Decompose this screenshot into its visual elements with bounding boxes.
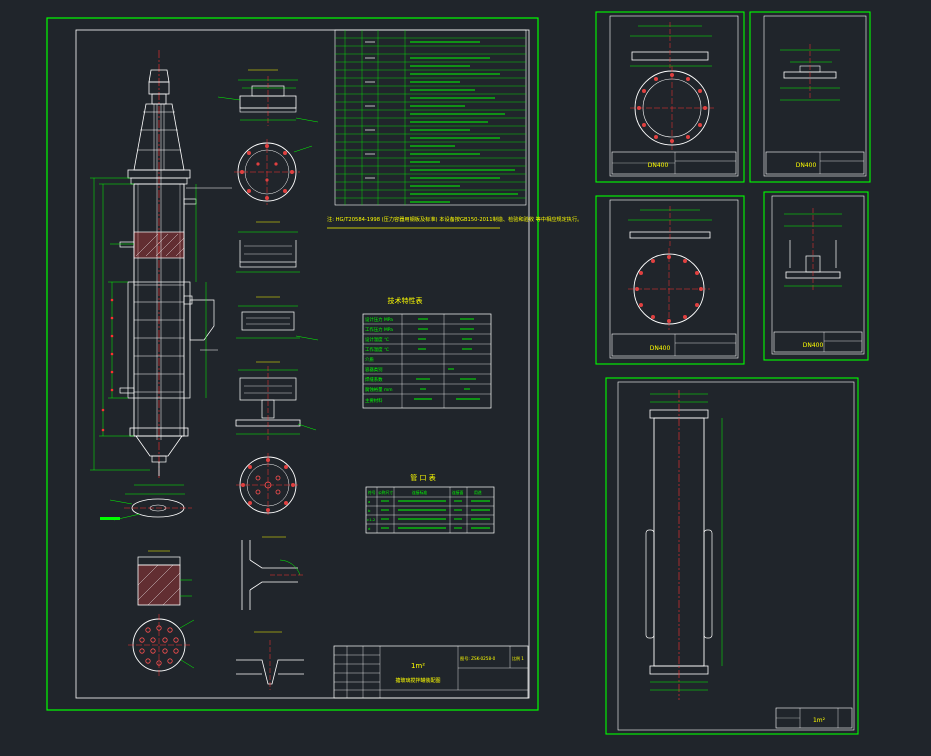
- weld-detail-1: [241, 536, 305, 610]
- nozzle-header: 连接面: [452, 490, 464, 495]
- tech-row-label: 设计压力 MPa: [365, 316, 393, 323]
- nozzle-header: 连接标准: [412, 490, 427, 495]
- general-note: 注: HG/T20584-1998 (压力容器用钢板及标准) 本设备按GB150…: [327, 215, 582, 223]
- perforated-plate-detail: [128, 614, 195, 676]
- tech-row-label: 介质: [365, 356, 374, 363]
- nozzle-row-symbol: a: [368, 499, 370, 504]
- sub-sheet-1: DN400: [595, 11, 745, 183]
- tech-row-label: 主要材料: [365, 397, 383, 404]
- main-sheet-inner-border: [75, 29, 530, 699]
- bottom-flange-view: [100, 493, 192, 521]
- sub-sheet-label: DN400: [650, 345, 671, 352]
- top-flange-plan: [234, 139, 313, 205]
- title-product: 1m²: [411, 662, 425, 670]
- title-scale: 比例 1: [512, 655, 524, 661]
- vessel-elevation: [90, 50, 232, 486]
- nozzle-header: 公称尺寸: [378, 490, 393, 495]
- title-block: 1m² 搪玻璃搅拌罐装配图 图号: ZSK-0258-0 比例 1: [333, 645, 529, 699]
- parts-list-table: [334, 29, 527, 206]
- nozzle-row-symbol: b: [368, 508, 371, 513]
- title-drawing-number: 图号: ZSK-0258-0: [460, 656, 496, 662]
- sub-sheet-2: DN400: [749, 11, 871, 183]
- nozzle-row-symbol: c1-2: [367, 517, 376, 522]
- tray-section-2: [236, 296, 319, 341]
- barrel-sheet-label: 1m²: [813, 717, 826, 724]
- tech-table-title: 技术特性表: [388, 296, 423, 305]
- top-flange-section: [217, 69, 319, 126]
- sub-sheet-label: DN400: [796, 162, 817, 169]
- title-name: 搪玻璃搅拌罐装配图: [395, 677, 440, 684]
- tech-table: 技术特性表 设计压力 MPa 工作压力 MPa 设计温度 ℃ 工作温度 ℃ 介质…: [362, 296, 492, 409]
- bottom-flange-plan: [236, 453, 300, 517]
- packing-section: [133, 231, 185, 259]
- nozzle-table-title: 管 口 表: [410, 473, 435, 482]
- sub-sheet-3: DN400: [595, 195, 745, 365]
- sub-sheet-4: DN400: [763, 191, 869, 361]
- tech-row-label: 容器类别: [365, 366, 383, 373]
- main-sheet-border: [46, 17, 539, 711]
- sub-sheet-label: DN400: [803, 342, 824, 349]
- weld-detail-2: [236, 631, 304, 690]
- tech-row-label: 工作压力 MPa: [365, 326, 393, 333]
- barrel-sheet: 1m²: [605, 377, 859, 735]
- tech-row-label: 焊缝系数: [365, 376, 383, 383]
- packing-detail: [137, 550, 192, 606]
- sub-sheet-label: DN400: [648, 162, 669, 169]
- nozzle-table: 管 口 表 符号 公称尺寸 连接标准 连接面 用途 a b c1-2 d: [365, 473, 495, 534]
- tech-row-label: 工作温度 ℃: [365, 346, 389, 353]
- tray-section-1: [236, 221, 300, 273]
- tech-row-label: 设计温度 ℃: [365, 336, 389, 343]
- bottom-flange-section: [235, 361, 317, 440]
- nozzle-row-symbol: d: [368, 526, 371, 531]
- tech-row-label: 腐蚀裕量 mm: [365, 386, 393, 393]
- nozzle-header: 用途: [474, 490, 482, 495]
- main-sheet: 注: HG/T20584-1998 (压力容器用钢板及标准) 本设备按GB150…: [46, 17, 582, 711]
- nozzle-header: 符号: [368, 490, 376, 495]
